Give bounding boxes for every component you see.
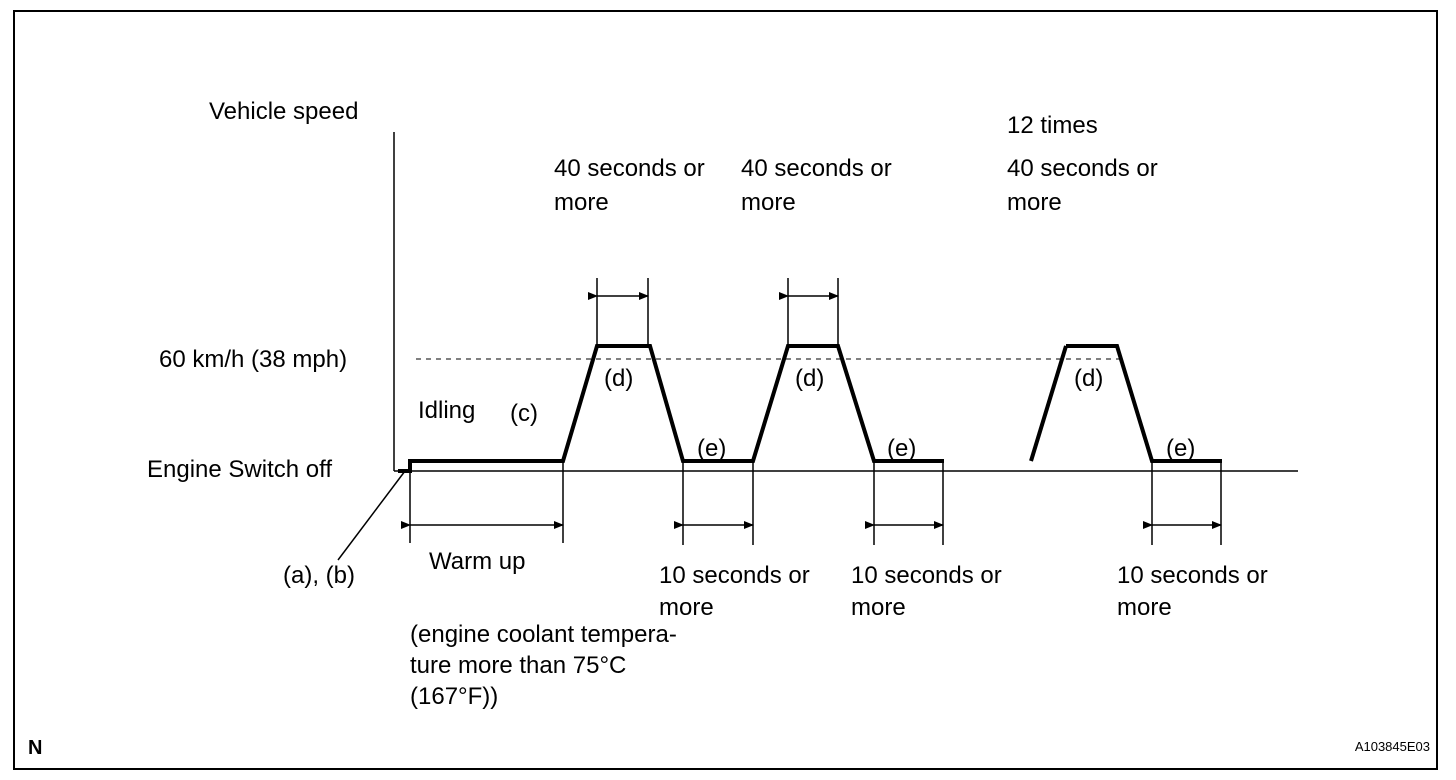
step-d-label: (d) bbox=[795, 365, 824, 392]
engine-off-label: Engine Switch off bbox=[147, 456, 332, 483]
step-e-label: (e) bbox=[887, 435, 916, 462]
warmup-condition-line: (167°F)) bbox=[410, 683, 498, 710]
step-c-label: (c) bbox=[510, 400, 538, 427]
hold-duration-label: more bbox=[741, 189, 796, 216]
warmup-condition-line: ture more than 75°C bbox=[410, 652, 626, 679]
figure-id: A103845E03 bbox=[1355, 739, 1430, 754]
idling-label: Idling bbox=[418, 397, 475, 424]
hold-duration-label: 40 seconds or bbox=[1007, 155, 1158, 182]
hold-duration-label: 40 seconds or bbox=[554, 155, 705, 182]
step-ab-label: (a), (b) bbox=[283, 562, 355, 589]
warmup-condition-line: (engine coolant tempera- bbox=[410, 621, 677, 648]
idle-duration-label: more bbox=[851, 594, 906, 621]
speed-trace-resume bbox=[1029, 345, 1068, 462]
speed-level-label: 60 km/h (38 mph) bbox=[159, 346, 347, 373]
idle-duration-label: 10 seconds or bbox=[851, 562, 1002, 589]
step-d-label: (d) bbox=[1074, 365, 1103, 392]
warmup-label: Warm up bbox=[429, 548, 525, 575]
hold-duration-label: 40 seconds or bbox=[741, 155, 892, 182]
hold-duration-label: more bbox=[1007, 189, 1062, 216]
hold-duration-label: more bbox=[554, 189, 609, 216]
step-d-label: (d) bbox=[604, 365, 633, 392]
speed-trace-last-cycle bbox=[1066, 344, 1222, 463]
repeat-count-label: 12 times bbox=[1007, 112, 1098, 139]
idle-duration-label: more bbox=[659, 594, 714, 621]
ab-leader-line bbox=[337, 470, 406, 561]
idle-duration-label: more bbox=[1117, 594, 1172, 621]
speed-trace-warmup bbox=[398, 344, 944, 473]
idle-duration-label: 10 seconds or bbox=[659, 562, 810, 589]
y-axis-label: Vehicle speed bbox=[209, 98, 358, 125]
corner-mark: N bbox=[28, 737, 42, 759]
figure-frame bbox=[13, 10, 1438, 770]
idle-duration-label: 10 seconds or bbox=[1117, 562, 1268, 589]
step-e-label: (e) bbox=[1166, 435, 1195, 462]
step-e-label: (e) bbox=[697, 435, 726, 462]
